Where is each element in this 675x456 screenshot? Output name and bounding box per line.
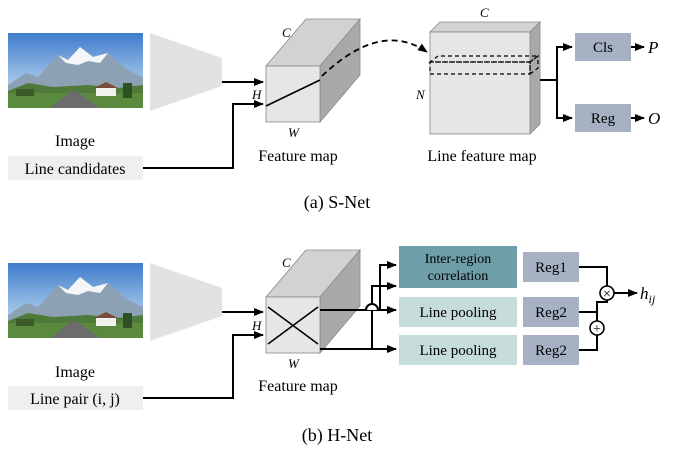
hnet-reg2-label-2: Reg2 xyxy=(535,343,567,359)
snet-reg-label: Reg xyxy=(591,111,616,127)
hnet-correlation-label-1: Inter-region xyxy=(425,252,492,267)
snet-fm-c-label: C xyxy=(282,25,291,40)
snet-reg-arrow xyxy=(556,80,573,122)
hnet-sum-symbol: + xyxy=(593,322,601,337)
snet-backbone-trapezoid xyxy=(150,33,222,111)
snet-line-feature-slice xyxy=(428,54,540,76)
snet-input-label: Line candidates xyxy=(25,161,126,178)
hnet-input-image xyxy=(8,263,143,338)
hnet-reg2-box-1 xyxy=(523,297,579,327)
hnet-fusion-lines xyxy=(579,266,608,351)
snet-input-image xyxy=(8,33,143,108)
hnet-reg1-label: Reg1 xyxy=(535,260,567,276)
hnet-section: Image Line pair (i, j) C H W Feature map xyxy=(8,246,656,446)
hnet-sum-node xyxy=(589,320,605,336)
snet-lfm-n-label: N xyxy=(415,87,426,102)
hnet-feature-map-cube xyxy=(265,248,361,355)
hnet-reg2-box-2 xyxy=(523,335,579,365)
snet-lfm-c-label: C xyxy=(480,5,489,20)
snet-caption: (a) S-Net xyxy=(304,192,370,213)
hnet-line-pooling-label-2: Line pooling xyxy=(419,343,497,359)
hnet-feature-map-label: Feature map xyxy=(258,378,338,395)
snet-output-o: O xyxy=(648,109,660,128)
hnet-backbone-trapezoid xyxy=(150,263,222,341)
snet-reg-box xyxy=(575,104,631,132)
snet-fm-w-label: W xyxy=(288,125,300,140)
snet-cls-box xyxy=(575,33,631,61)
hnet-line-pooling-box-2 xyxy=(399,335,517,365)
snet-fm-h-label: H xyxy=(251,87,262,102)
snet-cls-arrow xyxy=(556,43,573,80)
hnet-product-symbol: × xyxy=(603,287,611,302)
hnet-reg2-label-1: Reg2 xyxy=(535,305,567,321)
hnet-correlation-box xyxy=(399,246,517,288)
hnet-correlation-label-2: correlation xyxy=(428,269,489,284)
snet-candidates-arrow xyxy=(143,100,264,169)
hnet-output-label: hij xyxy=(640,284,656,306)
snet-input-label-box xyxy=(8,156,143,180)
hnet-branch-arrows xyxy=(320,261,397,353)
hnet-pair-arrow xyxy=(143,331,264,399)
hnet-image-label: Image xyxy=(55,364,95,381)
hnet-line-j xyxy=(267,306,319,345)
hnet-fm-h-label: H xyxy=(251,318,262,333)
snet-feature-map-cube xyxy=(265,17,361,124)
snet-feature-map-label: Feature map xyxy=(258,148,338,165)
snet-cls-label: Cls xyxy=(593,40,613,56)
snet-image-label: Image xyxy=(55,133,95,150)
hnet-caption: (b) H-Net xyxy=(302,425,372,446)
hnet-fm-w-label: W xyxy=(288,356,300,371)
hnet-line-pooling-box-1 xyxy=(399,297,517,327)
hnet-line-pooling-label-1: Line pooling xyxy=(419,305,497,321)
snet-roi-dashed-arrow xyxy=(321,39,428,77)
hnet-fm-c-label: C xyxy=(282,255,291,270)
snet-section: Image Line candidates C H W Feature map xyxy=(8,5,660,213)
hnet-input-label-box xyxy=(8,386,143,410)
snet-output-p: P xyxy=(647,38,658,57)
snet-candidate-line xyxy=(265,79,321,107)
hnet-reg1-box xyxy=(523,252,579,282)
snet-line-feature-map-label: Line feature map xyxy=(427,148,536,165)
hnet-crossing-hop xyxy=(365,303,379,311)
hnet-input-label: Line pair (i, j) xyxy=(30,391,120,408)
snet-line-feature-map xyxy=(428,21,541,135)
